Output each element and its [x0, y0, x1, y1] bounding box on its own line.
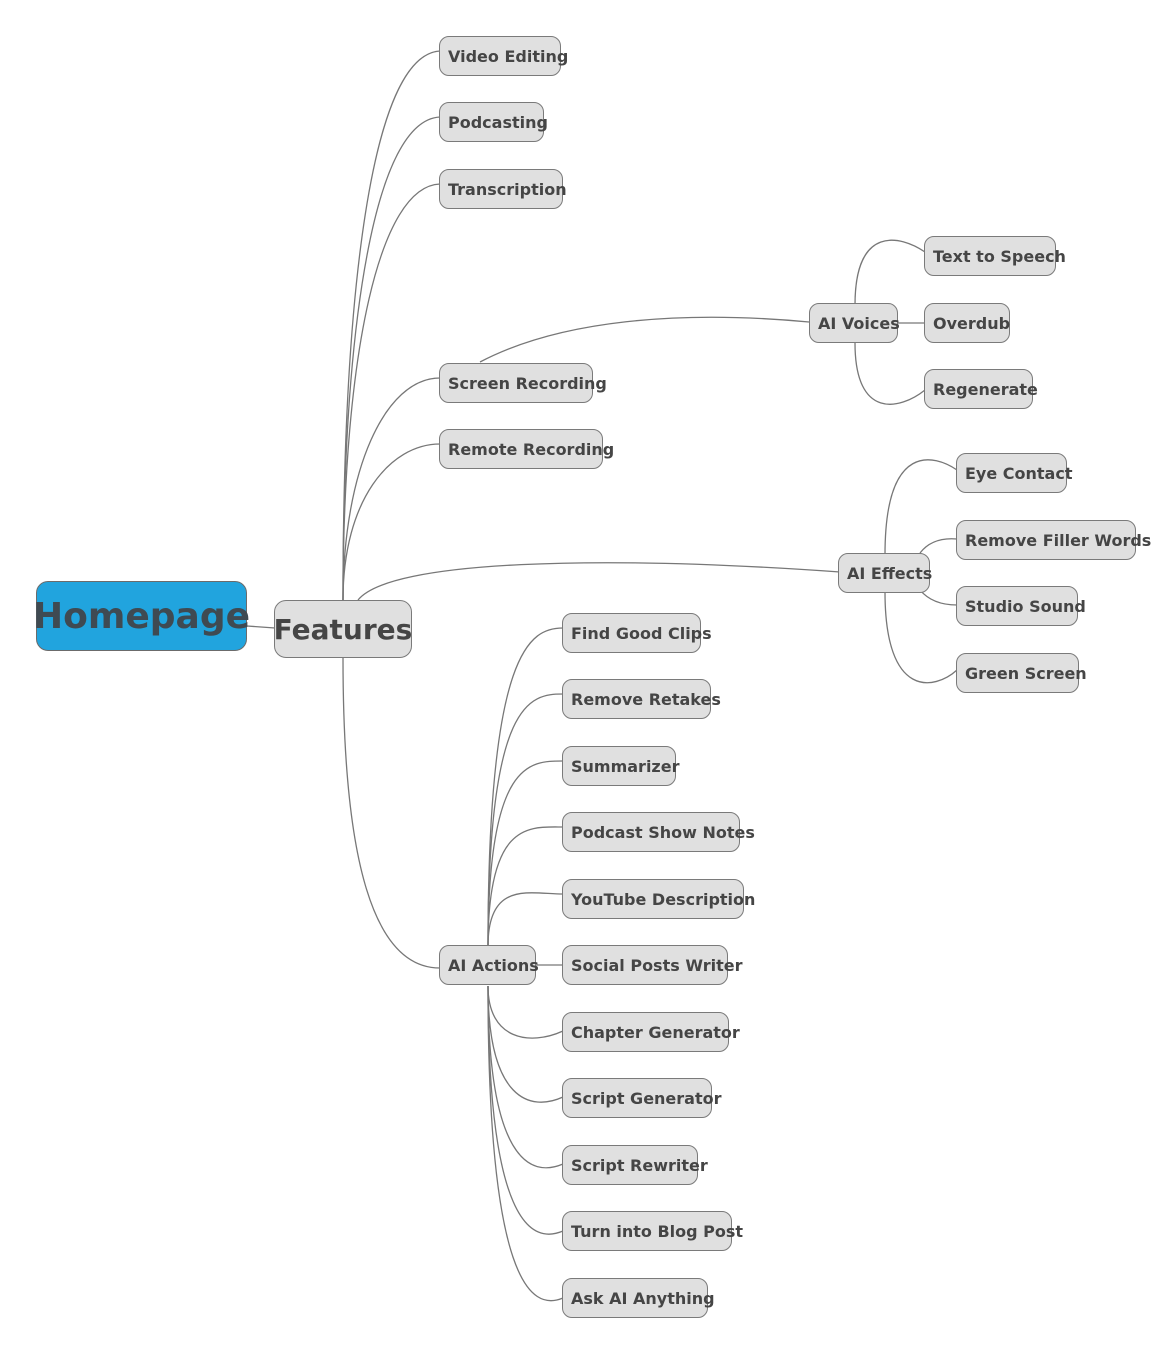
node-podcast-show-notes-label: Podcast Show Notes — [571, 822, 755, 842]
node-overdub-label: Overdub — [933, 313, 1011, 333]
node-script-generator[interactable]: Script Generator — [562, 1078, 722, 1118]
node-social-posts-writer-label: Social Posts Writer — [571, 955, 743, 975]
node-text-to-speech[interactable]: Text to Speech — [924, 236, 1066, 276]
link-ai-effects-eye-contact — [884, 459, 958, 556]
node-chapter-generator-label: Chapter Generator — [571, 1022, 740, 1042]
node-ai-effects[interactable]: AI Effects — [838, 553, 933, 593]
node-eye-contact[interactable]: Eye Contact — [956, 453, 1072, 493]
node-regenerate[interactable]: Regenerate — [924, 369, 1038, 409]
link-homepage-features — [246, 625, 276, 629]
node-regenerate-label: Regenerate — [933, 379, 1038, 399]
node-features[interactable]: Features — [274, 600, 412, 658]
link-features-remote-recording — [342, 443, 441, 601]
node-podcasting-label: Podcasting — [448, 112, 548, 132]
node-script-generator-label: Script Generator — [571, 1088, 722, 1108]
link-ai-actions-10 — [487, 985, 564, 1235]
link-ai-voices-regenerate — [854, 342, 926, 405]
node-features-label: Features — [273, 612, 413, 646]
link-ai-actions-11 — [487, 985, 564, 1302]
node-ask-ai-anything-label: Ask AI Anything — [571, 1288, 715, 1308]
node-remove-retakes[interactable]: Remove Retakes — [562, 679, 721, 719]
link-ai-actions-9 — [487, 985, 564, 1169]
node-transcription-label: Transcription — [448, 179, 567, 199]
link-ai-actions-4 — [487, 826, 564, 947]
node-transcription[interactable]: Transcription — [439, 169, 567, 209]
node-ai-effects-label: AI Effects — [847, 563, 933, 583]
node-remove-filler-words[interactable]: Remove Filler Words — [956, 520, 1151, 560]
node-homepage[interactable]: Homepage — [32, 581, 251, 651]
node-ask-ai-anything[interactable]: Ask AI Anything — [562, 1278, 715, 1318]
node-podcasting[interactable]: Podcasting — [439, 102, 548, 142]
node-remove-filler-words-label: Remove Filler Words — [965, 530, 1152, 550]
node-summarizer[interactable]: Summarizer — [562, 746, 680, 786]
node-video-editing-label: Video Editing — [448, 46, 569, 66]
node-script-rewriter[interactable]: Script Rewriter — [562, 1145, 708, 1185]
link-ai-actions-5 — [487, 892, 564, 947]
node-screen-recording[interactable]: Screen Recording — [439, 363, 607, 403]
link-features-ai-actions — [342, 657, 441, 969]
link-ai-actions-3 — [487, 760, 564, 947]
node-chapter-generator[interactable]: Chapter Generator — [562, 1012, 740, 1052]
node-remove-retakes-label: Remove Retakes — [571, 689, 721, 709]
node-green-screen[interactable]: Green Screen — [956, 653, 1087, 693]
node-script-rewriter-label: Script Rewriter — [571, 1155, 708, 1175]
link-ai-effects-remove-filler — [919, 538, 958, 554]
node-remote-recording-label: Remote Recording — [448, 439, 615, 459]
link-ai-effects-green-screen — [884, 591, 958, 684]
node-studio-sound[interactable]: Studio Sound — [956, 586, 1086, 626]
link-ai-actions-1 — [487, 627, 564, 947]
node-ai-actions[interactable]: AI Actions — [439, 945, 539, 985]
link-screen-recording-ai-voices — [479, 316, 810, 363]
node-youtube-description[interactable]: YouTube Description — [562, 879, 755, 919]
link-ai-actions-2 — [487, 693, 564, 947]
link-features-video-editing — [342, 50, 441, 601]
node-homepage-label: Homepage — [32, 595, 251, 637]
link-features-transcription — [342, 183, 441, 601]
node-ai-actions-label: AI Actions — [448, 955, 539, 975]
node-remote-recording[interactable]: Remote Recording — [439, 429, 614, 469]
node-youtube-description-label: YouTube Description — [571, 889, 756, 909]
link-ai-effects-studio-sound — [919, 589, 958, 606]
node-ai-voices-label: AI Voices — [818, 313, 900, 333]
node-video-editing[interactable]: Video Editing — [439, 36, 568, 76]
link-ai-actions-7 — [487, 985, 564, 1039]
node-screen-recording-label: Screen Recording — [448, 373, 607, 393]
node-summarizer-label: Summarizer — [571, 756, 680, 776]
node-turn-into-blog-post[interactable]: Turn into Blog Post — [562, 1211, 743, 1251]
link-features-podcasting — [342, 116, 441, 601]
link-features-screen-recording — [342, 377, 441, 601]
node-ai-voices[interactable]: AI Voices — [809, 303, 900, 343]
node-social-posts-writer[interactable]: Social Posts Writer — [562, 945, 742, 985]
node-eye-contact-label: Eye Contact — [965, 463, 1073, 483]
node-overdub[interactable]: Overdub — [924, 303, 1010, 343]
link-ai-voices-text-to-speech — [854, 239, 926, 306]
node-find-good-clips[interactable]: Find Good Clips — [562, 613, 712, 653]
link-features-ai-effects — [357, 562, 841, 601]
node-find-good-clips-label: Find Good Clips — [571, 623, 712, 643]
node-studio-sound-label: Studio Sound — [965, 596, 1086, 616]
link-ai-actions-8 — [487, 985, 564, 1103]
node-text-to-speech-label: Text to Speech — [933, 246, 1066, 266]
node-podcast-show-notes[interactable]: Podcast Show Notes — [562, 812, 755, 852]
node-green-screen-label: Green Screen — [965, 663, 1087, 683]
node-turn-into-blog-post-label: Turn into Blog Post — [571, 1221, 744, 1241]
